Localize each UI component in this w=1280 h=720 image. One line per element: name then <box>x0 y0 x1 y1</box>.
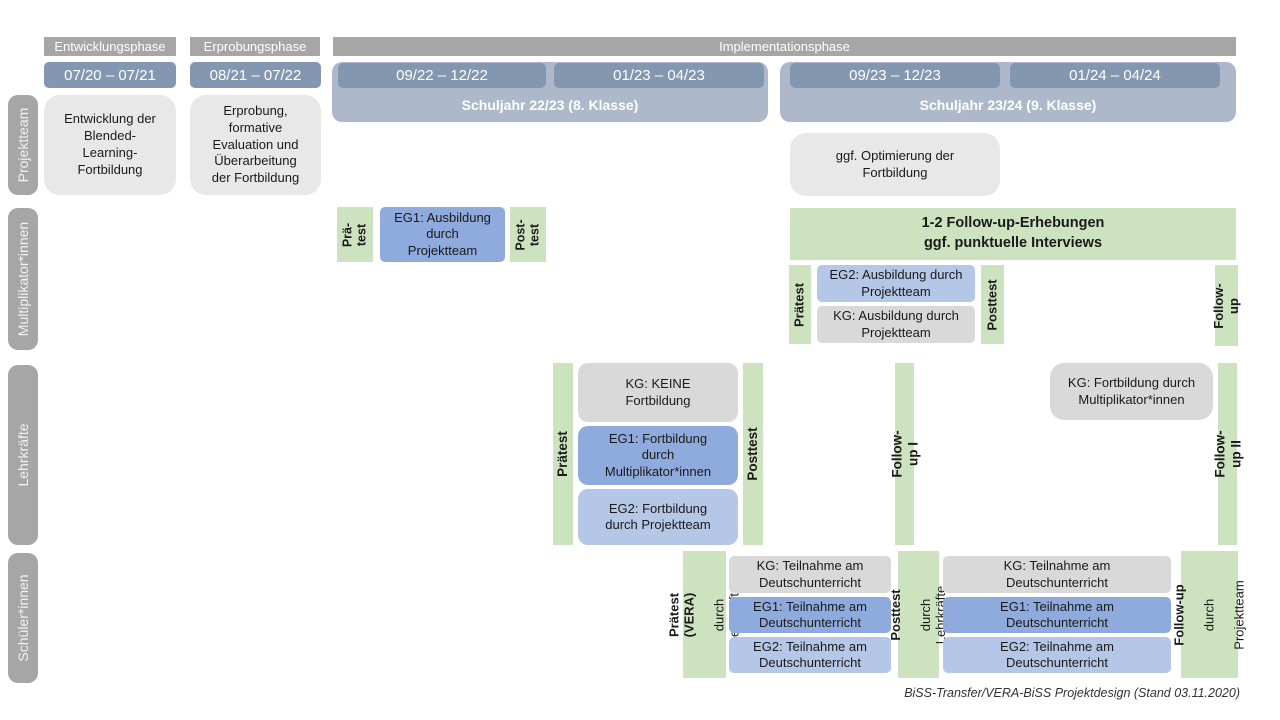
eg2-fortbildung-projektteam-box: EG2: Fortbildung durch Projektteam <box>578 489 738 545</box>
diagram-caption: BiSS-Transfer/VERA-BiSS Projektdesign (S… <box>904 686 1240 700</box>
praetest-strip-lehrkraefte: Prätest <box>553 363 573 545</box>
optimierung-fortbildung-box-label: ggf. Optimierung der Fortbildung <box>835 147 955 180</box>
entwicklung-fortbildung-box-label: Entwicklung der Blended- Learning- Fortb… <box>64 111 156 177</box>
eg2-ausbildung-projektteam-box: EG2: Ausbildung durch Projektteam <box>817 265 975 302</box>
school-year-label-23-24: Schuljahr 23/24 (9. Klasse) <box>919 97 1097 113</box>
followup2-strip-lehrkraefte-label: Follow-up II <box>1211 430 1243 478</box>
followup-strip-schueler: Follow-up durch Projektteam <box>1171 551 1246 678</box>
followup2-strip-lehrkraefte: Follow-up II <box>1212 363 1243 545</box>
posttest-strip-multiplikatoren-sj2-label: Posttest <box>984 278 1000 331</box>
followup-strip-multiplikatoren-label: Follow-up <box>1210 282 1241 329</box>
row-label-lehrkraefte: Lehrkräfte <box>8 365 38 545</box>
phase-bar-entwicklungsphase: Entwicklungsphase <box>44 37 176 56</box>
erprobung-evaluation-box-label: Erprobung, formative Evaluation und Über… <box>211 102 300 186</box>
praetest-vera-strip-schueler: Prätest (VERA) durch Lehrkräfte <box>666 551 741 678</box>
followup-strip-schueler-sub2-label: Projektteam <box>1230 579 1246 650</box>
row-label-multiplikatorinnen-text: Multiplikator*innen <box>14 221 31 337</box>
posttest-strip-lehrkraefte: Posttest <box>743 363 763 545</box>
eg2-deutschunterricht-box-sj1-label: EG2: Teilnahme am Deutschunterricht <box>753 638 867 670</box>
followup1-strip-lehrkraefte-label: Follow-up I <box>888 430 920 478</box>
eg1-deutschunterricht-box-sj1-label: EG1: Teilnahme am Deutschunterricht <box>753 598 867 630</box>
followup-strip-schueler-sub1-label: durch <box>1201 598 1217 631</box>
date-range-01-23: 01/23 – 04/23 <box>554 63 764 88</box>
phase-bar-implementationsphase: Implementationsphase <box>333 37 1236 56</box>
eg2-deutschunterricht-box-sj1: EG2: Teilnahme am Deutschunterricht <box>729 637 891 673</box>
posttest-strip-multiplikatoren-sj1: Post- test <box>510 207 546 262</box>
praetest-vera-strip-bold-label: Prätest (VERA) <box>666 592 697 637</box>
eg1-ausbildung-projektteam-box: EG1: Ausbildung durch Projektteam <box>380 207 505 262</box>
eg1-deutschunterricht-box-sj2: EG1: Teilnahme am Deutschunterricht <box>943 597 1171 633</box>
posttest-strip-multiplikatoren-sj2: Posttest <box>981 265 1004 344</box>
followup-strip-multiplikatoren: Follow-up <box>1211 265 1241 346</box>
posttest-strip-schueler: Posttest durch Lehrkräfte <box>888 551 947 678</box>
date-range-01-24: 01/24 – 04/24 <box>1010 63 1220 88</box>
kg-deutschunterricht-box-sj2-label: KG: Teilnahme am Deutschunterricht <box>1003 558 1111 590</box>
praetest-strip-multiplikatoren-sj2-label: Prätest <box>791 282 807 327</box>
row-label-schuelerinnen: Schüler*innen <box>8 553 38 683</box>
praetest-strip-multiplikatoren-sj1-label: Prä- test <box>340 222 369 247</box>
row-label-schuelerinnen-text: Schüler*innen <box>14 574 31 662</box>
row-label-multiplikatorinnen: Multiplikator*innen <box>8 208 38 350</box>
kg-deutschunterricht-box-sj2: KG: Teilnahme am Deutschunterricht <box>943 556 1171 593</box>
praetest-strip-lehrkraefte-label: Prätest <box>555 431 571 477</box>
kg-ausbildung-projektteam-box-label: KG: Ausbildung durch Projektteam <box>833 308 959 340</box>
eg2-deutschunterricht-box-sj2-label: EG2: Teilnahme am Deutschunterricht <box>1000 638 1114 670</box>
kg-deutschunterricht-box-sj1-label: KG: Teilnahme am Deutschunterricht <box>756 558 864 590</box>
followup-strip-schueler-bold-label: Follow-up <box>1171 583 1187 646</box>
date-range-07-20: 07/20 – 07/21 <box>44 62 176 88</box>
eg2-ausbildung-projektteam-box-label: EG2: Ausbildung durch Projektteam <box>829 267 963 299</box>
kg-ausbildung-projektteam-box: KG: Ausbildung durch Projektteam <box>817 306 975 343</box>
eg2-fortbildung-projektteam-box-label: EG2: Fortbildung durch Projektteam <box>605 500 711 532</box>
followup-erhebungen-bar-label: 1-2 Follow-up-Erhebungen ggf. punktuelle… <box>921 215 1105 251</box>
row-label-lehrkraefte-text: Lehrkräfte <box>14 423 31 487</box>
phase-bar-erprobungsphase: Erprobungsphase <box>190 37 320 56</box>
date-range-09-22: 09/22 – 12/22 <box>338 63 546 88</box>
eg1-deutschunterricht-box-sj2-label: EG1: Teilnahme am Deutschunterricht <box>1000 598 1114 630</box>
posttest-strip-multiplikatoren-sj1-label: Post- test <box>513 218 542 251</box>
posttest-strip-schueler-bold-label: Posttest <box>887 588 903 641</box>
eg1-deutschunterricht-box-sj1: EG1: Teilnahme am Deutschunterricht <box>729 597 891 633</box>
row-label-projektteam: Projektteam <box>8 95 38 195</box>
kg-fortbildung-multiplikatoren-box: KG: Fortbildung durch Multiplikator*inne… <box>1050 363 1213 420</box>
posttest-strip-lehrkraefte-label: Posttest <box>745 427 761 481</box>
erprobung-evaluation-box: Erprobung, formative Evaluation und Über… <box>190 95 321 195</box>
kg-keine-fortbildung-box: KG: KEINE Fortbildung <box>578 363 738 422</box>
row-label-projektteam-text: Projektteam <box>14 107 31 183</box>
praetest-strip-multiplikatoren-sj2: Prätest <box>789 265 811 344</box>
eg2-deutschunterricht-box-sj2: EG2: Teilnahme am Deutschunterricht <box>943 637 1171 673</box>
followup1-strip-lehrkraefte: Follow-up I <box>889 363 920 545</box>
date-range-09-23: 09/23 – 12/23 <box>790 63 1000 88</box>
entwicklung-fortbildung-box: Entwicklung der Blended- Learning- Fortb… <box>44 95 176 195</box>
kg-deutschunterricht-box-sj1: KG: Teilnahme am Deutschunterricht <box>729 556 891 593</box>
eg1-ausbildung-projektteam-box-label: EG1: Ausbildung durch Projektteam <box>394 210 491 258</box>
school-year-label-22-23: Schuljahr 22/23 (8. Klasse) <box>461 97 639 113</box>
optimierung-fortbildung-box: ggf. Optimierung der Fortbildung <box>790 133 1000 196</box>
eg1-fortbildung-multiplikatoren-box: EG1: Fortbildung durch Multiplikator*inn… <box>578 426 738 485</box>
kg-keine-fortbildung-box-label: KG: KEINE Fortbildung <box>625 376 691 408</box>
praetest-strip-multiplikatoren-sj1: Prä- test <box>337 207 373 262</box>
eg1-fortbildung-multiplikatoren-box-label: EG1: Fortbildung durch Multiplikator*inn… <box>604 431 712 479</box>
kg-fortbildung-multiplikatoren-box-label: KG: Fortbildung durch Multiplikator*inne… <box>1067 375 1196 407</box>
date-range-08-21: 08/21 – 07/22 <box>190 62 321 88</box>
followup-erhebungen-bar: 1-2 Follow-up-Erhebungen ggf. punktuelle… <box>790 208 1236 260</box>
